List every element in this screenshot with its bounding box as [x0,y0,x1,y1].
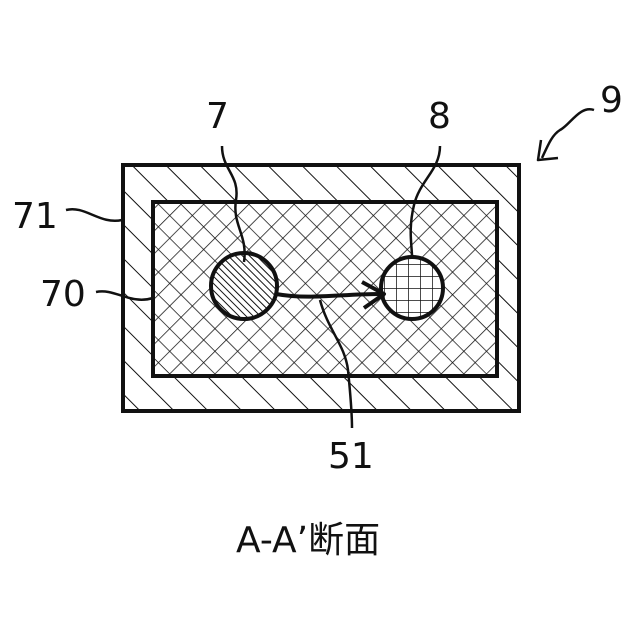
inner-layer-70-hatch [153,202,497,376]
label-71: 71 [12,196,58,237]
label-8: 8 [428,96,451,137]
arrow-icon [276,294,380,297]
leader-line-71 [66,209,122,221]
element-8-fill [381,257,443,319]
label-51: 51 [328,436,374,477]
section-caption: A-A’断面 [236,520,380,561]
label-7: 7 [206,96,229,137]
label-9: 9 [600,80,623,121]
element-7-fill [211,253,277,319]
leader-line-9 [542,109,594,158]
label-70: 70 [40,274,86,315]
